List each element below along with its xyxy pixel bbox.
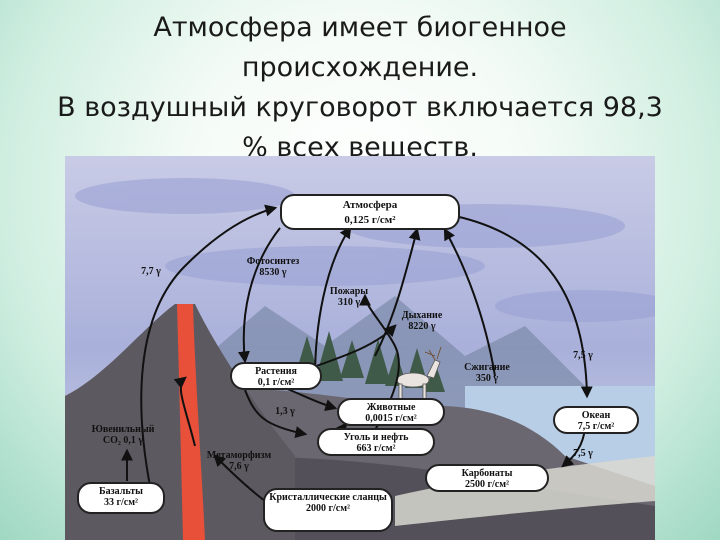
node-ocean: Океан 7,5 г/см² — [553, 406, 639, 434]
label-flux-plants: 1,3 γ — [275, 406, 295, 417]
label-fires: Пожары 310 γ — [317, 286, 381, 308]
node-plants-name: Растения — [255, 366, 297, 377]
slide-title: Атмосфера имеет биогенное происхождение.… — [20, 8, 700, 168]
arrow-volcano-up — [140, 204, 278, 487]
title-line-1: Атмосфера имеет биогенное — [153, 12, 567, 43]
node-animals: Животные 0,0015 г/см² — [337, 398, 445, 426]
arrow-photosynthesis — [237, 227, 281, 364]
arrow-plants-coal — [244, 389, 308, 438]
node-schists-name: Кристаллические сланцы — [269, 492, 387, 503]
title-line-2: происхождение. — [241, 52, 479, 83]
node-basalts-value: 33 г/см² — [103, 497, 139, 508]
carbon-cycle-diagram: Атмосфера 0,125 г/см² Растения 0,1 г/см²… — [65, 156, 655, 540]
label-metamorphism-name: Метаморфизм — [206, 450, 272, 461]
node-animals-name: Животные — [366, 402, 416, 413]
arrow-combustion — [443, 227, 496, 377]
lava — [177, 304, 205, 540]
node-plants-value: 0,1 г/см² — [257, 377, 295, 388]
arrow-meta — [173, 376, 196, 447]
label-respiration: Дыхание 8220 γ — [387, 310, 457, 332]
node-ocean-value: 7,5 г/см² — [577, 421, 615, 432]
node-carbonates-value: 2500 г/см² — [464, 479, 510, 490]
volcano — [65, 304, 295, 540]
node-atmosphere-name: Атмосфера — [342, 199, 398, 211]
label-flux-ocean-in: 7,5 γ — [573, 350, 593, 361]
label-combustion-name: Сжигание — [464, 362, 510, 373]
label-combustion-value: 350 γ — [475, 373, 499, 384]
arrow-schists-meta — [213, 454, 266, 502]
label-photosynthesis-value: 8530 γ — [259, 267, 287, 278]
label-respiration-value: 8220 γ — [408, 321, 436, 332]
deer-figure — [396, 346, 442, 401]
label-juvenile-co2-line1: Ювенильный — [91, 424, 155, 435]
label-metamorphism: Метаморфизм 7,6 γ — [197, 450, 281, 472]
node-atmosphere-value: 0,125 г/см² — [344, 214, 396, 226]
arrow-respiration — [374, 227, 421, 357]
node-schists-value: 2000 г/см² — [305, 503, 351, 514]
title-line-3: В воздушный круговорот включается 98,3 — [57, 92, 663, 123]
arrow-fires — [314, 225, 352, 379]
label-fires-value: 310 γ — [337, 297, 361, 308]
diagram-illustration — [65, 156, 655, 540]
label-flux-volcano: 7,7 γ — [141, 266, 161, 277]
node-coal-oil-name: Уголь и нефть — [343, 432, 409, 443]
node-basalts-name: Базальты — [99, 486, 143, 497]
node-carbonates: Карбонаты 2500 г/см² — [425, 464, 549, 492]
arrow-atm-ocean — [454, 215, 593, 399]
label-combustion: Сжигание 350 γ — [449, 362, 525, 384]
node-coal-oil: Уголь и нефть 663 г/см² — [317, 428, 435, 456]
label-fires-name: Пожары — [329, 286, 369, 297]
node-coal-oil-value: 663 г/см² — [356, 443, 396, 454]
label-flux-ocean-out: 7,5 γ — [573, 448, 593, 459]
node-plants: Растения 0,1 г/см² — [230, 362, 322, 390]
node-carbonates-name: Карбонаты — [461, 468, 513, 479]
label-juvenile-co2-line2: CO₂ 0,1 γ — [102, 435, 144, 446]
node-animals-value: 0,0015 г/см² — [365, 413, 417, 424]
label-respiration-name: Дыхание — [401, 310, 443, 321]
node-schists: Кристаллические сланцы 2000 г/см² — [263, 488, 393, 532]
label-photosynthesis: Фотосинтез 8530 γ — [233, 256, 313, 278]
label-metamorphism-value: 7,6 γ — [229, 461, 249, 472]
label-juvenile-co2: Ювенильный CO₂ 0,1 γ — [75, 424, 171, 446]
node-ocean-name: Океан — [581, 410, 611, 421]
node-atmosphere: Атмосфера 0,125 г/см² — [280, 194, 460, 230]
label-photosynthesis-name: Фотосинтез — [246, 256, 300, 267]
node-basalts: Базальты 33 г/см² — [77, 482, 165, 514]
